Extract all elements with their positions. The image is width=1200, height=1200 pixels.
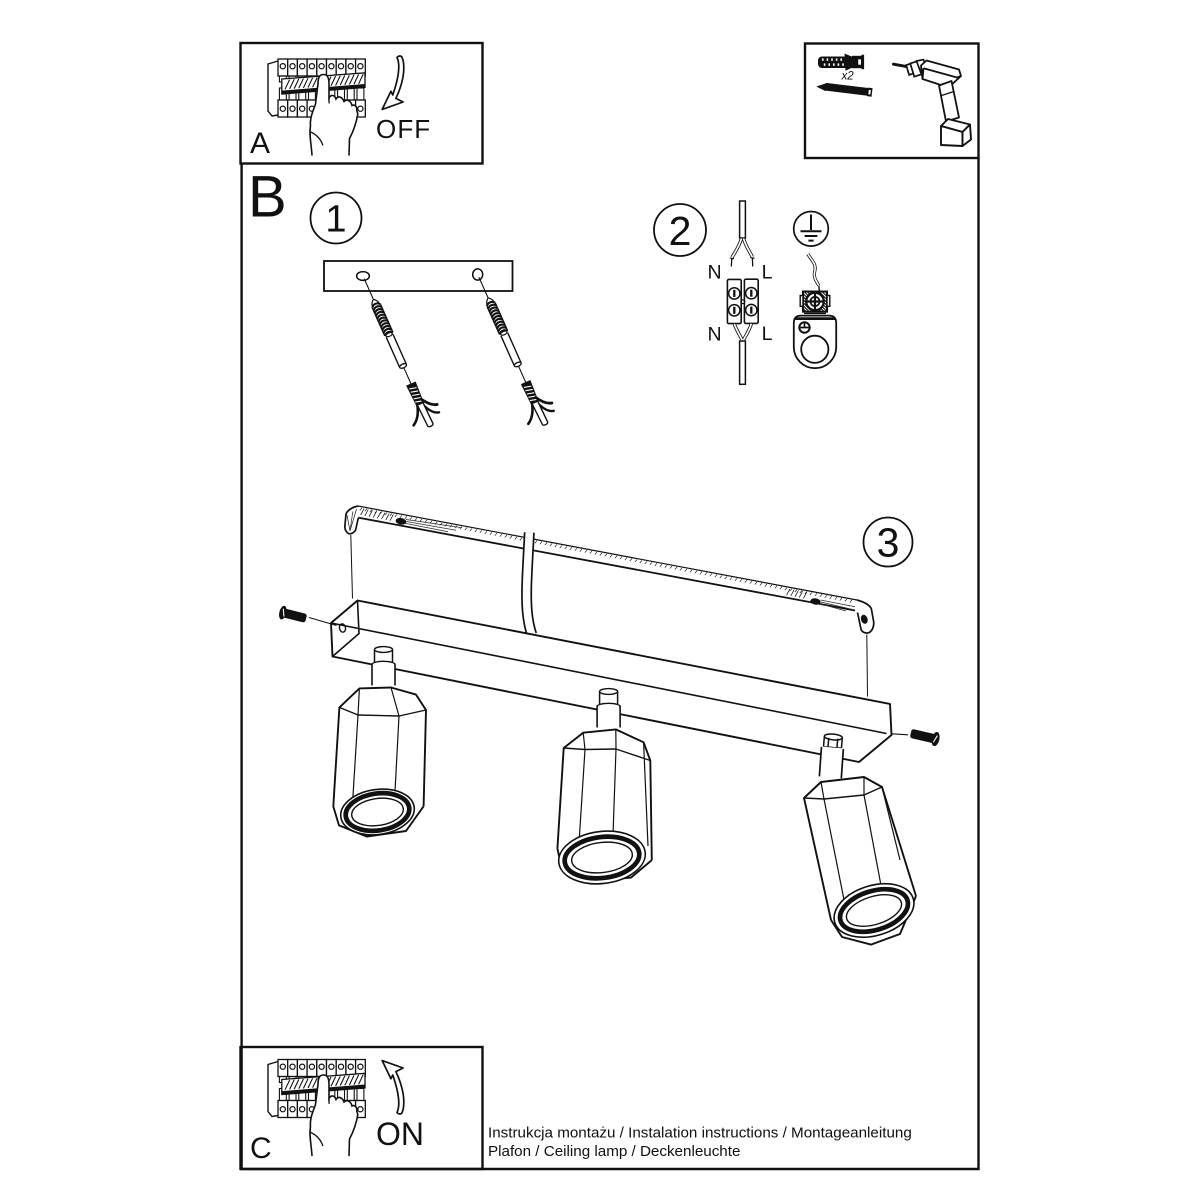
svg-text:3: 3 bbox=[877, 520, 900, 566]
svg-text:x2: x2 bbox=[841, 71, 855, 83]
svg-text:ON: ON bbox=[376, 1116, 424, 1152]
svg-text:L: L bbox=[762, 323, 773, 345]
svg-text:A: A bbox=[250, 127, 270, 160]
svg-text:Instrukcja montażu / Instalati: Instrukcja montażu / Instalation instruc… bbox=[488, 1125, 912, 1142]
svg-text:C: C bbox=[250, 1132, 272, 1165]
svg-text:Plafon / Ceiling lamp / Decken: Plafon / Ceiling lamp / Deckenleuchte bbox=[488, 1143, 740, 1160]
svg-text:2: 2 bbox=[669, 208, 692, 254]
svg-text:B: B bbox=[248, 165, 287, 230]
svg-text:L: L bbox=[762, 261, 773, 283]
svg-text:1: 1 bbox=[325, 199, 346, 241]
svg-text:N: N bbox=[707, 323, 721, 345]
svg-text:N: N bbox=[707, 262, 721, 284]
svg-text:OFF: OFF bbox=[376, 114, 431, 144]
